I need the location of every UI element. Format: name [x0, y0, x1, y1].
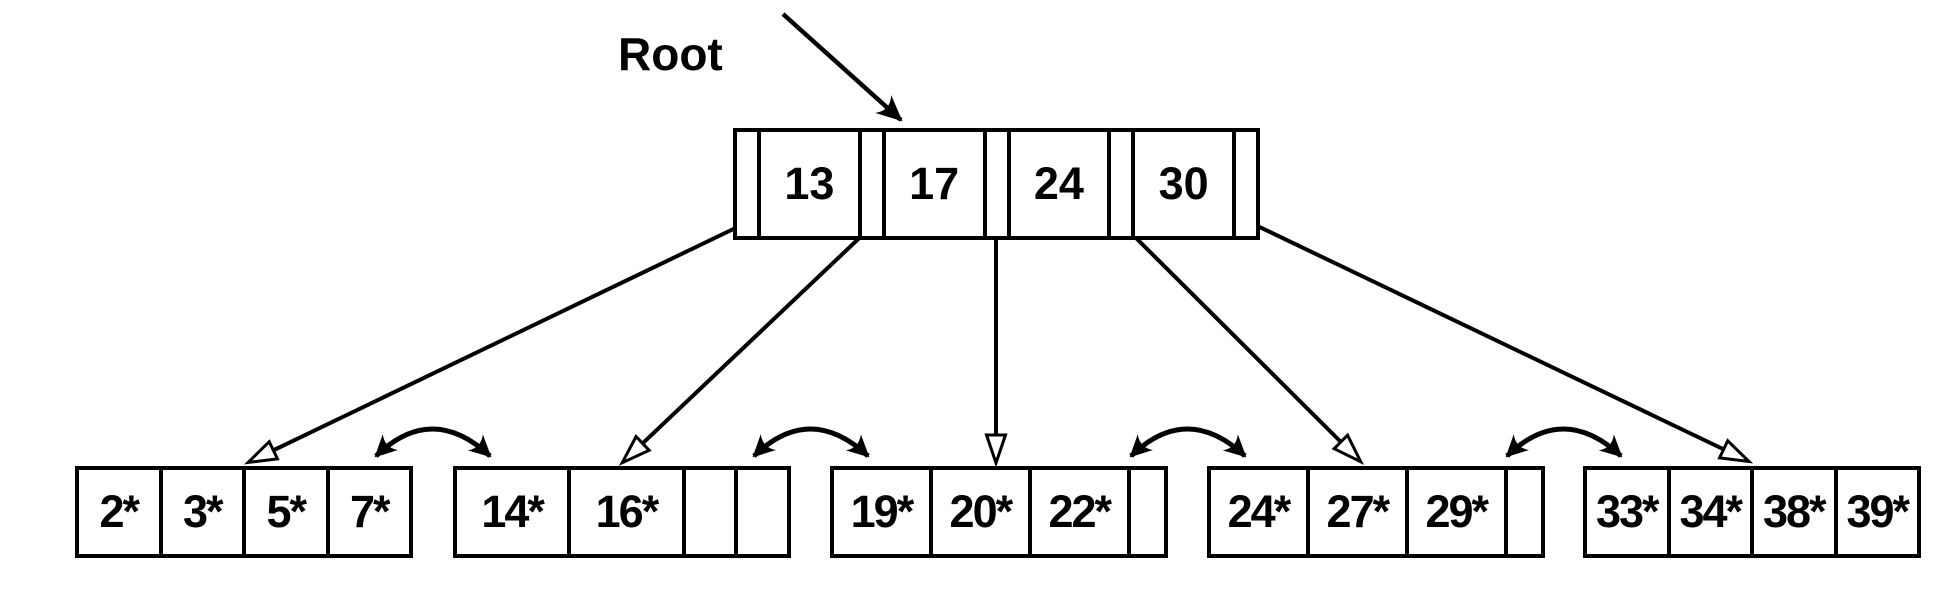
leaf-entry: 16* [571, 470, 686, 554]
leaf-node-5: 33* 34* 38* 39* [1583, 466, 1921, 558]
leaf-entry: 3* [163, 470, 246, 554]
leaf-entry [738, 470, 787, 554]
leaf-entry: 38* [1754, 470, 1838, 554]
root-key-cell: 17 [886, 132, 987, 236]
leaf-node-2: 14* 16* [453, 466, 791, 558]
root-pointer-cell [1111, 132, 1136, 236]
leaf-entry: 19* [834, 470, 933, 554]
root-pointer-cell [987, 132, 1011, 236]
leaf-entry: 29* [1409, 470, 1508, 554]
leaf-entry: 24* [1211, 470, 1310, 554]
root-key-cell: 13 [761, 132, 862, 236]
leaf-entry: 2* [79, 470, 163, 554]
sibling-link-arrow-3 [1129, 426, 1247, 458]
leaf-entry: 20* [933, 470, 1032, 554]
sibling-link-arrow-4 [1505, 426, 1623, 458]
root-key-cell: 24 [1011, 132, 1112, 236]
root-key-cell: 30 [1135, 132, 1236, 236]
root-entry-arrow [781, 12, 903, 122]
sibling-link-arrow-2 [752, 426, 870, 458]
leaf-node-4: 24* 27* 29* [1207, 466, 1545, 558]
leaf-entry: 34* [1671, 470, 1754, 554]
leaf-entry: 14* [457, 470, 572, 554]
root-pointer-arrow-2 [618, 224, 874, 466]
leaf-entry [1508, 470, 1541, 554]
root-pointer-cell [737, 132, 761, 236]
leaf-entry: 22* [1032, 470, 1131, 554]
leaf-entry: 7* [349, 486, 391, 537]
root-pointer-arrow-5 [1246, 219, 1754, 464]
sibling-link-arrow-1 [374, 426, 492, 458]
root-node: 13 17 24 30 [733, 128, 1260, 240]
root-pointer-arrow-1 [243, 220, 749, 465]
leaf-entry: 27* [1310, 470, 1409, 554]
leaf-entry [1131, 470, 1164, 554]
leaf-entry [686, 470, 739, 554]
leaf-entry: 39* [1846, 486, 1910, 537]
leaf-entry: 5* [246, 470, 330, 554]
root-pointer-cell [1236, 132, 1256, 236]
leaf-node-1: 2* 3* 5* 7* [75, 466, 413, 558]
root-label: Root [618, 28, 723, 80]
leaf-node-3: 19* 20* 22* [830, 466, 1168, 558]
root-pointer-arrow-4 [1120, 222, 1365, 465]
leaf-entry: 33* [1587, 470, 1671, 554]
root-pointer-cell [862, 132, 886, 236]
